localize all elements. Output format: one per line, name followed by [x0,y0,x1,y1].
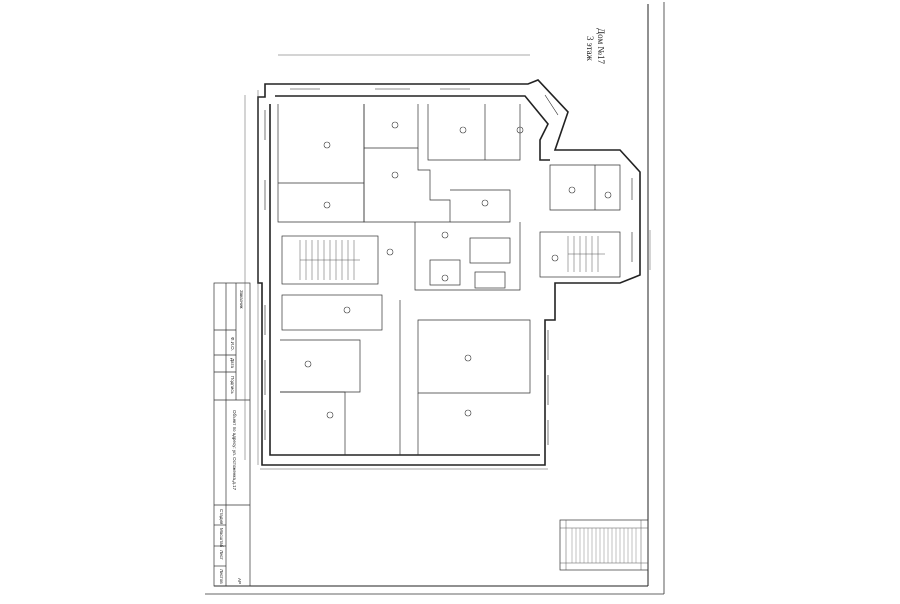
title-block: Заказчик Ф.И.О. Дата Подпись Объект по а… [213,282,251,587]
stage-label: Стадия [219,509,224,525]
customer-label: Заказчик [239,290,244,309]
date-label: Дата [230,358,235,368]
name-label: Ф.И.О. [230,337,235,351]
windows [264,88,633,445]
building-title: Дом №17 [596,28,606,65]
scale-label: Масштаб [219,528,224,548]
sheet-frame [205,2,665,595]
explication-table [559,519,649,571]
building-walls [257,79,641,470]
sheets-label: Листов [219,569,224,584]
drawing-title: Дом №17 3 этаж [585,28,606,65]
sheet-label: Лист [219,550,224,560]
signature-label: Подпись [230,376,235,394]
object-address: Объект по адресу: ул. Остоженка,д.17 [232,410,237,491]
section-code: АР [237,578,242,584]
dimension-lines [244,54,651,460]
floor-label: 3 этаж [585,36,595,62]
room-markers [304,121,612,419]
